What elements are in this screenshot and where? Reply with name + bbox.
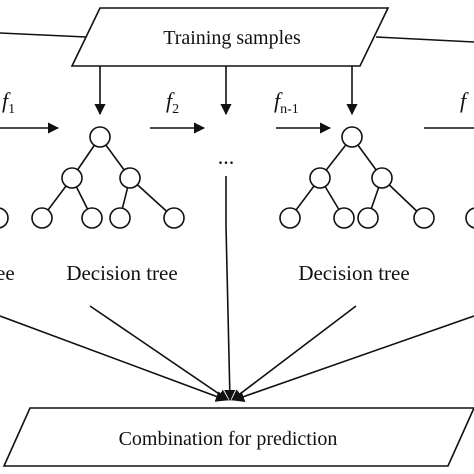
left-feed-line (0, 32, 87, 38)
tree2-node (371, 167, 393, 189)
svg-text:f1: f1 (2, 88, 15, 117)
function-f2: f2 (150, 88, 206, 134)
ellipsis: ... (218, 144, 235, 169)
tree2-leaf-node (279, 207, 301, 229)
tree2-label: Decision tree (298, 261, 409, 285)
tree2-node (309, 167, 331, 189)
training-samples-label: Training samples (163, 27, 301, 49)
tree2-leaf-node (333, 207, 355, 229)
right-feed-line (375, 36, 474, 43)
tree1-leaf-node (163, 207, 185, 229)
tree1-node (61, 167, 83, 189)
partial-tree-right (465, 207, 474, 229)
tree1-node (119, 167, 141, 189)
combination-box: Combination for prediction (2, 407, 474, 467)
training-samples-box: Training samples (70, 7, 390, 67)
tree2-root-node (341, 126, 363, 148)
combination-label: Combination for prediction (119, 428, 338, 450)
function-fn: f (424, 88, 474, 129)
partial-tree-left: ee (0, 207, 15, 285)
svg-text:f2: f2 (166, 88, 179, 117)
tree1-leaf-node (31, 207, 53, 229)
decision-tree-2: Decision tree (279, 126, 435, 285)
tree1-leaf-node (109, 207, 131, 229)
svg-text:f: f (460, 88, 469, 113)
tree1-root-node (89, 126, 111, 148)
function-fn-1: fn-1 (274, 88, 332, 134)
tree2-leaf-node (357, 207, 379, 229)
function-f1: f1 (0, 88, 60, 134)
tree1-leaf-node (81, 207, 103, 229)
partial-tree-left-label: ee (0, 261, 15, 285)
converging-arrows (0, 225, 474, 402)
svg-text:fn-1: fn-1 (274, 88, 299, 117)
tree1-label: Decision tree (66, 261, 177, 285)
decision-tree-1: Decision tree (31, 126, 185, 285)
tree2-leaf-node (413, 207, 435, 229)
